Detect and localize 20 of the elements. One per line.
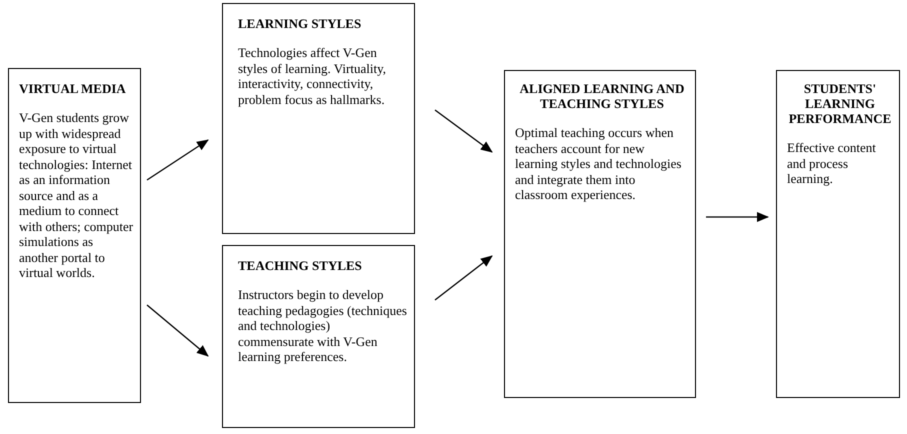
box-heading: LEARNING STYLES xyxy=(238,16,362,31)
box-heading: STUDENTS' LEARNING PERFORMANCE xyxy=(788,81,892,126)
box-description: V-Gen students grow up with widespread exposure to virtual technologies: Internet as an information source and as a medium to connect with others; computer simulations as another portal to virtual worlds. xyxy=(19,110,134,280)
text-box xyxy=(8,68,141,403)
text-box xyxy=(222,245,415,428)
box-description: Optimal teaching occurs when teachers account for new learning styles and technologies and integrate them into classroom experiences. xyxy=(515,125,682,202)
box-description: Technologies affect V-Gen styles of learning. Virtuality, interactivity, connectivity, problem focus as hallmarks. xyxy=(238,45,387,107)
arrow xyxy=(434,255,493,301)
text-box xyxy=(222,3,415,234)
arrow xyxy=(146,304,209,357)
box-description: Effective content and process learning. xyxy=(787,140,877,186)
text-box xyxy=(776,70,900,398)
box-heading: VIRTUAL MEDIA xyxy=(19,81,127,96)
box-description: Instructors begin to develop teaching pedagogies (techniques and technologies) commensurate with V-Gen learning preferences. xyxy=(238,287,408,364)
text-box xyxy=(504,70,696,398)
arrow xyxy=(706,212,769,222)
arrow xyxy=(146,139,209,181)
arrow xyxy=(434,109,493,153)
box-heading: TEACHING STYLES xyxy=(238,258,363,273)
box-heading: ALIGNED LEARNING AND TEACHING STYLES xyxy=(518,81,686,111)
